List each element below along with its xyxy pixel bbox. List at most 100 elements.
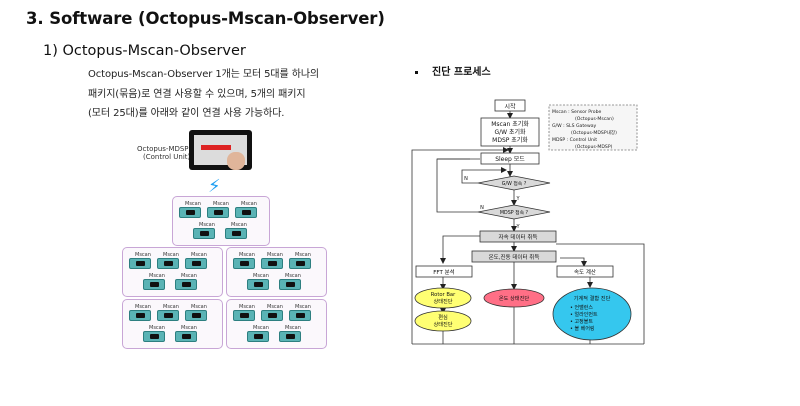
flow-tempvib-box — [471, 250, 557, 263]
flow-mdsp-decision — [477, 204, 551, 220]
flow-eccentric-text: 편심 — [438, 313, 448, 321]
mscan-label: Mscan — [253, 325, 269, 331]
mscan-label: Mscan — [163, 304, 179, 310]
mscan-label: Mscan — [191, 252, 207, 258]
mscan-label: Mscan — [181, 273, 197, 279]
tablet-screen-bar — [201, 145, 231, 150]
mscan-module — [225, 228, 247, 239]
mscan-label: Mscan — [181, 325, 197, 331]
mscan-module — [247, 279, 269, 290]
mscan-module — [157, 310, 179, 321]
flow-magnetic-box — [479, 230, 557, 243]
flow-tempstate-ellipse — [483, 288, 545, 308]
mscan-label: Mscan — [135, 252, 151, 258]
flow-mech-text: 기계적 결함 진단 — [574, 294, 611, 302]
legend-line: (Octopus-Mscan) — [575, 116, 614, 122]
flow-no-label: N — [464, 176, 468, 182]
flow-yes-label: Y — [515, 224, 520, 230]
flow-init-text: Mscan 초기화 — [491, 120, 529, 128]
mscan-module — [233, 258, 255, 269]
mscan-label: Mscan — [239, 252, 255, 258]
flow-sleep-box — [480, 152, 540, 165]
process-title-text: 진단 프로세스 — [432, 67, 491, 78]
device-caption-line: (Control Unit) — [143, 153, 191, 161]
mscan-label: Mscan — [135, 304, 151, 310]
flow-mech-item: • 고정볼트 — [570, 318, 593, 325]
control-unit-tablet — [189, 130, 252, 170]
description-line: 패키지(묶음)로 연결 사용할 수 있으며, 5개의 패키지 — [88, 88, 306, 100]
mscan-label: Mscan — [295, 304, 311, 310]
legend-line: (Octopus-MDSP내장) — [571, 129, 617, 136]
mscan-label: Mscan — [241, 201, 257, 207]
flow-start-text: 시작 — [504, 104, 516, 111]
hand-icon — [227, 152, 245, 170]
flow-mech-item: • 언밸런스 — [570, 304, 593, 311]
legend-line: (Octopus-MDSP) — [575, 144, 613, 150]
mscan-module — [207, 207, 229, 218]
flow-speed-box — [556, 265, 614, 278]
section-subtitle: 1) Octopus-Mscan-Observer — [43, 43, 246, 59]
mscan-label: Mscan — [267, 252, 283, 258]
mscan-module — [279, 331, 301, 342]
mscan-label: Mscan — [163, 252, 179, 258]
mscan-module — [129, 310, 151, 321]
legend-line: MDSP : Control Unit — [552, 137, 597, 143]
mscan-label: Mscan — [213, 201, 229, 207]
legend-box — [548, 104, 638, 151]
flow-rotor-ellipse — [414, 287, 472, 309]
flow-fft-text: FFT 분석 — [433, 268, 454, 276]
mscan-module — [289, 258, 311, 269]
mscan-module — [279, 279, 301, 290]
mscan-label: Mscan — [285, 273, 301, 279]
mscan-module — [179, 207, 201, 218]
flow-rotor-text: 상태진단 — [433, 297, 452, 305]
flow-start — [494, 99, 526, 112]
mscan-module — [185, 310, 207, 321]
flow-mech-item: • 볼 베어링 — [570, 325, 595, 332]
flow-init-text: MDSP 초기화 — [492, 136, 528, 144]
mscan-label: Mscan — [295, 252, 311, 258]
flow-tempvib-text: 온도,진동 데이터 취득 — [489, 253, 540, 261]
bullet-icon — [415, 70, 418, 74]
mscan-module — [129, 258, 151, 269]
mscan-module — [261, 258, 283, 269]
flow-no-label: N — [480, 205, 484, 211]
mscan-label: Mscan — [231, 222, 247, 228]
mscan-module — [193, 228, 215, 239]
flow-fft-box — [415, 265, 473, 278]
mscan-module — [261, 310, 283, 321]
flow-magnetic-text: 자속 데이터 취득 — [499, 233, 538, 241]
mscan-label: Mscan — [191, 304, 207, 310]
flow-mech-ellipse — [552, 287, 632, 341]
mscan-label: Mscan — [285, 325, 301, 331]
flow-init-text: G/W 초기화 — [494, 128, 526, 136]
mscan-module — [185, 258, 207, 269]
mscan-label: Mscan — [199, 222, 215, 228]
flow-yes-label: Y — [515, 196, 520, 202]
flow-speed-text: 속도 계산 — [574, 268, 596, 276]
mscan-label: Mscan — [185, 201, 201, 207]
description-line: Octopus-Mscan-Observer 1개는 모터 5대를 하나의 — [88, 69, 320, 80]
flow-eccentric-text: 상태진단 — [433, 320, 452, 328]
mscan-label: Mscan — [149, 273, 165, 279]
mscan-module — [143, 279, 165, 290]
flow-mech-item: • 얼라인먼트 — [570, 311, 598, 318]
flow-gw-text: G/W 접속 ? — [502, 180, 527, 187]
flow-init-box — [480, 117, 540, 147]
description-line: (모터 25대)를 아래와 같이 연결 사용 가능하다. — [88, 108, 285, 119]
mscan-module — [175, 331, 197, 342]
legend-line: G/W : SLS Gateway — [552, 123, 597, 129]
device-caption-line: Octopus-MDSP — [137, 145, 189, 153]
mscan-label: Mscan — [239, 304, 255, 310]
flow-mdsp-text: MDSP 접속 ? — [500, 209, 529, 216]
device-caption: Octopus-MDSP (Control Unit) — [137, 145, 190, 161]
flow-sleep-text: Sleep 모드 — [495, 156, 525, 163]
description: Octopus-Mscan-Observer 1개는 모터 5대를 하나의 패키… — [88, 65, 353, 124]
mscan-module — [157, 258, 179, 269]
mscan-module — [235, 207, 257, 218]
